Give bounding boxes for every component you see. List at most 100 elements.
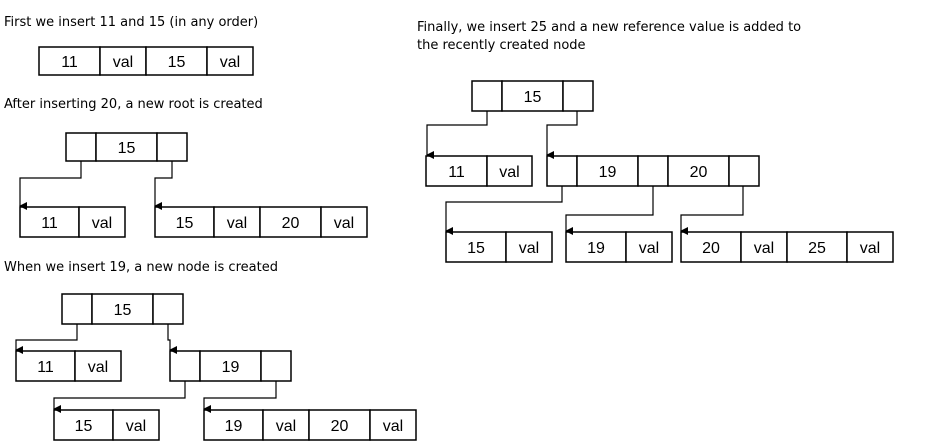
pointer-cell [65, 132, 97, 162]
pointer-cell [546, 155, 578, 187]
step3-right-leaf: 19 val 20 val [203, 409, 417, 441]
value-cell [486, 155, 533, 187]
value-cell [625, 231, 673, 263]
key-label: 15 [176, 215, 194, 232]
value-label: val [220, 54, 240, 71]
value-cell [320, 206, 368, 238]
key-label: 20 [282, 215, 300, 232]
step3-mid-leaf: 15 val [53, 409, 160, 441]
pointer-cell [61, 293, 93, 325]
value-label: val [276, 418, 296, 435]
key-label: 11 [37, 359, 54, 376]
value-cell [846, 231, 894, 263]
value-label: val [227, 215, 247, 232]
value-cell [369, 409, 417, 441]
value-cell [206, 46, 254, 76]
key-cell [308, 409, 371, 441]
step3-right-pointer [167, 324, 177, 354]
step2-right-leaf: 15 val 20 val [154, 206, 368, 238]
key-label: 19 [599, 164, 617, 181]
key-label: 15 [114, 302, 132, 319]
key-cell [259, 206, 322, 238]
step3-internal-right-pointer [203, 381, 277, 413]
step4-right-pointer [546, 111, 578, 159]
key-label: 19 [225, 418, 243, 435]
value-cell [78, 206, 126, 238]
key-cell [667, 155, 730, 187]
caption-step1: First we insert 11 and 15 (in any order) [4, 15, 259, 30]
step4-internal-pointer-b [565, 186, 654, 235]
value-cell [99, 46, 147, 76]
pointer-cell [728, 155, 760, 187]
key-label: 11 [448, 164, 465, 181]
pointer-cell [156, 132, 188, 162]
key-cell [203, 409, 264, 441]
key-label: 15 [168, 54, 186, 71]
step2-right-pointer [154, 161, 173, 210]
key-label: 20 [331, 418, 349, 435]
caption-step2: After inserting 20, a new root is create… [4, 97, 263, 112]
key-label: 19 [222, 359, 240, 376]
caption-step4-line2: the recently created node [417, 38, 586, 53]
value-cell [74, 350, 122, 382]
key-cell [445, 231, 507, 263]
key-cell [145, 46, 208, 76]
key-label: 15 [118, 140, 136, 157]
value-label: val [860, 240, 880, 257]
pointer-cell [637, 155, 669, 187]
pointer-cell [562, 80, 594, 112]
key-label: 19 [587, 240, 605, 257]
value-label: val [383, 418, 403, 435]
key-label: 20 [702, 240, 720, 257]
step1-leaf-node: 11 val 15 val [38, 46, 254, 76]
value-label: val [639, 240, 659, 257]
step4-left-pointer [426, 111, 488, 159]
step3-root-node: 15 [61, 293, 184, 325]
caption-step3: When we insert 19, a new node is created [4, 260, 278, 275]
pointer-cell [169, 350, 201, 382]
key-label: 15 [75, 418, 93, 435]
step2-root-node: 15 [65, 132, 188, 162]
pointer-cell [260, 350, 292, 382]
value-label: val [88, 359, 108, 376]
pointer-cell [471, 80, 503, 112]
step2-left-pointer [19, 161, 82, 210]
value-cell [213, 206, 261, 238]
value-cell [112, 409, 160, 441]
value-label: val [126, 418, 146, 435]
step4-leaf-a: 15 val [445, 231, 553, 263]
step4-internal-pointer-a [445, 186, 563, 235]
step4-root-node: 15 [471, 80, 594, 112]
step4-leaf-b: 19 val [565, 231, 673, 263]
key-label: 25 [808, 240, 826, 257]
key-label: 15 [524, 89, 542, 106]
key-label: 20 [690, 164, 708, 181]
key-label: 15 [467, 240, 485, 257]
value-label: val [754, 240, 774, 257]
step3-left-pointer [15, 324, 78, 354]
step4-internal-pointer-c [680, 186, 744, 235]
pointer-cell [152, 293, 184, 325]
key-label: 11 [41, 215, 58, 232]
key-cell [425, 155, 488, 187]
key-cell [38, 46, 101, 76]
key-cell [565, 231, 627, 263]
value-label: val [499, 164, 519, 181]
step3-internal-node: 19 [169, 350, 292, 382]
key-cell [91, 293, 154, 325]
value-cell [505, 231, 553, 263]
step4-left-leaf: 11 val [425, 155, 533, 187]
caption-step4-line1: Finally, we insert 25 and a new referenc… [417, 20, 802, 35]
value-label: val [113, 54, 133, 71]
key-label: 11 [61, 54, 78, 71]
value-label: val [334, 215, 354, 232]
step3-left-leaf: 11 val [15, 350, 122, 382]
value-label: val [92, 215, 112, 232]
key-cell [95, 132, 158, 162]
step3-internal-left-pointer [53, 381, 186, 413]
step2-left-leaf: 11 val [19, 206, 126, 238]
step4-leaf-c: 20 val 25 val [680, 231, 894, 263]
value-label: val [519, 240, 539, 257]
